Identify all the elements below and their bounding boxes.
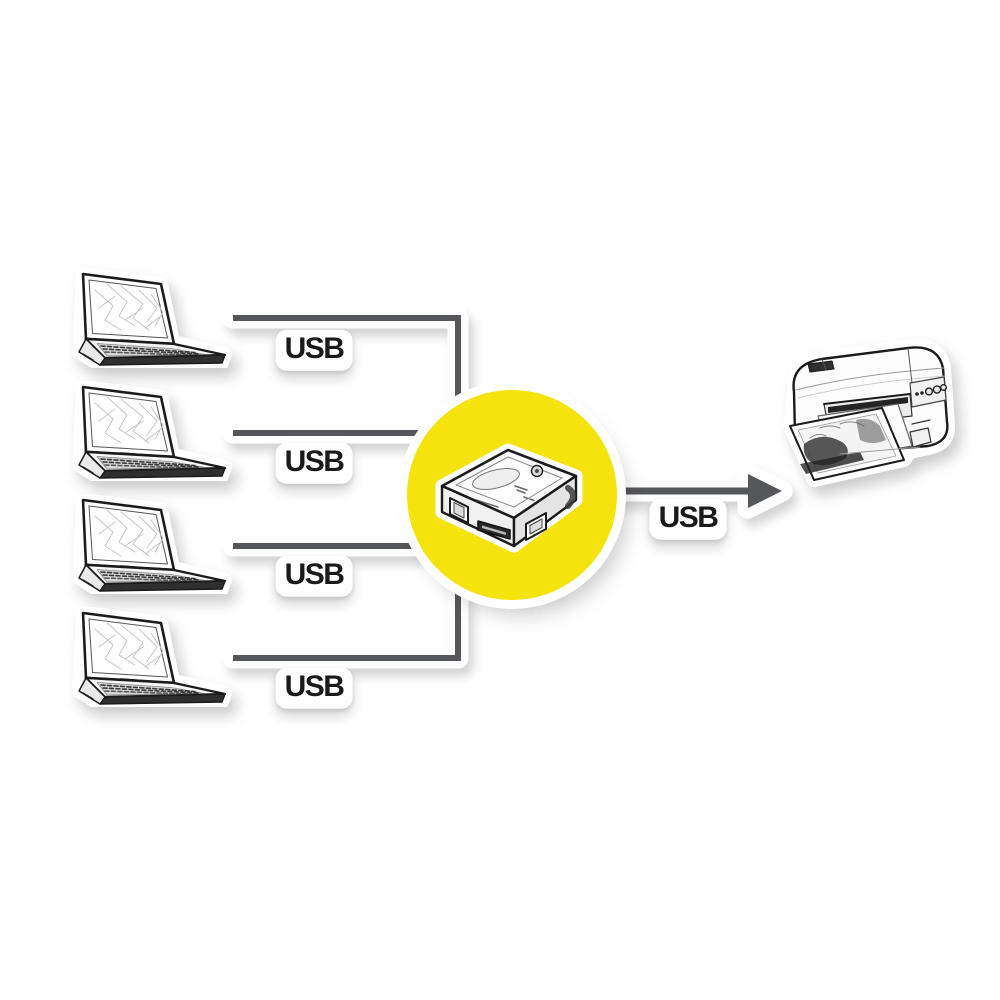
usb-label-2: USB bbox=[275, 442, 353, 484]
usb-label-4: USB bbox=[275, 667, 353, 709]
usb-b-port-1 bbox=[449, 497, 469, 524]
usb-b-port-2 bbox=[525, 512, 547, 541]
switch-top-face bbox=[440, 448, 578, 520]
usb-label-output: USB bbox=[649, 498, 727, 540]
laptop-icon-2 bbox=[55, 381, 235, 481]
printer-tray bbox=[839, 419, 932, 455]
usb-a-port bbox=[477, 520, 511, 540]
printer-control-panel bbox=[909, 376, 947, 408]
laptop-icon-1 bbox=[55, 268, 235, 368]
laptop-icon-3 bbox=[55, 494, 235, 594]
laptop-icon-4 bbox=[55, 607, 235, 707]
usb-label-1: USB bbox=[275, 329, 353, 371]
printer-icon bbox=[760, 328, 970, 508]
usb-label-3: USB bbox=[275, 555, 353, 597]
printed-photo bbox=[789, 403, 913, 481]
usb-switch-icon bbox=[420, 426, 595, 566]
